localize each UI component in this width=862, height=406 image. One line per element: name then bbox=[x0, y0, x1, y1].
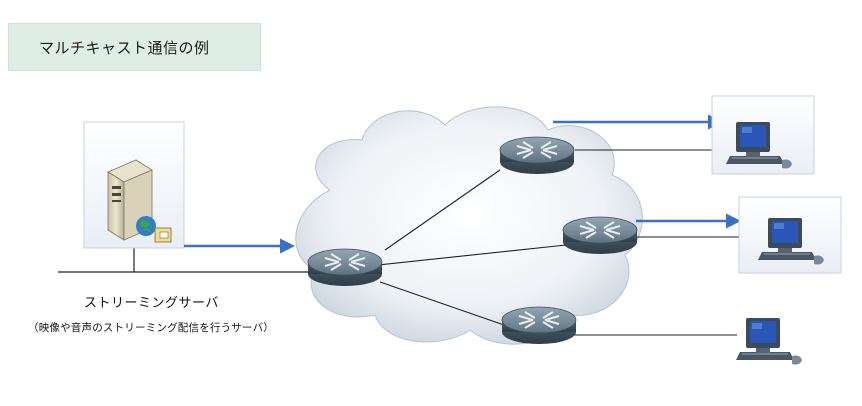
server-label: ストリーミングサーバ bbox=[84, 296, 219, 311]
router-icon bbox=[499, 136, 575, 175]
diagram-title: マルチキャスト通信の例 bbox=[8, 23, 261, 71]
link-center-bottom bbox=[379, 281, 505, 326]
server-description: （映像や音声のストリーミング配信を行うサーバ） bbox=[28, 322, 274, 334]
router-icon bbox=[562, 216, 638, 255]
router-icon bbox=[307, 248, 383, 287]
server-icon bbox=[107, 159, 172, 243]
router-icon bbox=[501, 306, 577, 345]
link-center-mid bbox=[377, 244, 567, 266]
pc-icon bbox=[735, 317, 803, 365]
link-center-top bbox=[384, 169, 501, 251]
